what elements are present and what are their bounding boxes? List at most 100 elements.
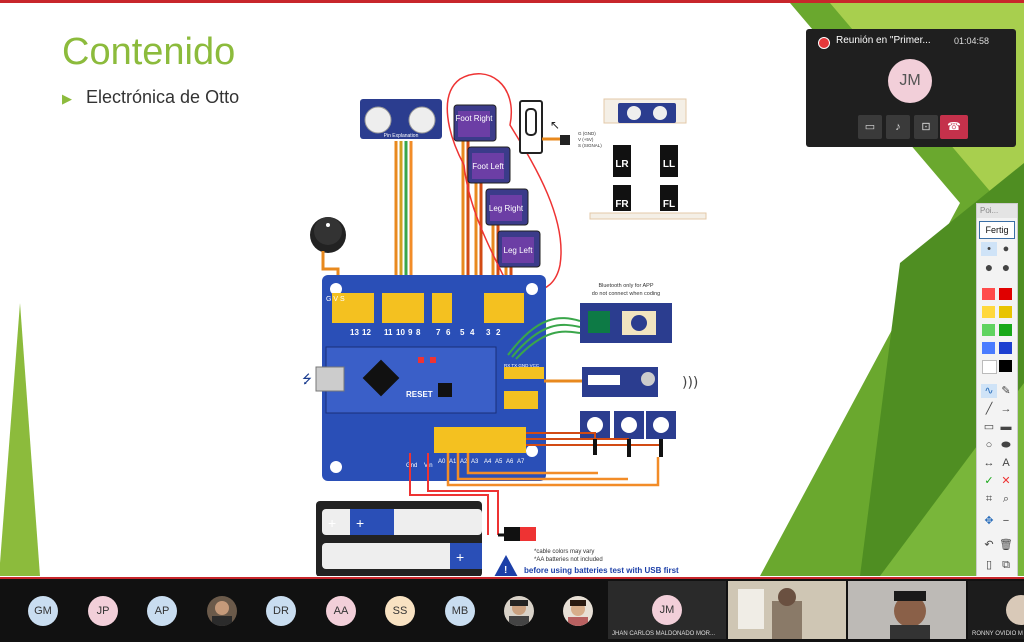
participant-avatar[interactable]: GM <box>28 596 58 626</box>
participant-name: RONNY OVIDIO M <box>972 631 1023 637</box>
share-screen-button[interactable]: ⊡ <box>914 115 938 139</box>
participant-tile[interactable]: JM JHAN CARLOS MALDONADO MOR... <box>608 581 726 639</box>
microphone-button[interactable]: ♪ <box>886 115 910 139</box>
sound-sensor: ))) <box>544 367 698 397</box>
line-icon: ╱ <box>985 403 993 415</box>
hang-up-button[interactable]: ☎ <box>940 115 968 139</box>
meeting-timer: 01:04:58 <box>954 36 990 46</box>
participant-photo[interactable] <box>207 596 237 626</box>
presentation-slide: Contenido ▶Electrónica de Otto Pin Expla… <box>0 3 1024 576</box>
copy-button[interactable]: ⧉ <box>998 558 1014 572</box>
pin-label: 6 <box>446 328 451 337</box>
meeting-mini-window[interactable]: Reunión en "Primer... 01:04:58 JM ▭ ♪ ⊡ … <box>806 29 1016 147</box>
participant-tile[interactable]: RONNY OVIDIO M <box>968 581 1024 639</box>
sound-wave-icon: ))) <box>682 375 698 391</box>
robot-label: LL <box>663 159 675 170</box>
reset-label: RESET <box>406 390 433 399</box>
svg-text:!: ! <box>504 565 507 576</box>
cross-tool[interactable]: ✕ <box>998 474 1014 488</box>
minus-icon: − <box>1002 515 1010 527</box>
avatar: JM <box>888 59 932 103</box>
new-page-button[interactable]: ▯ <box>981 558 997 572</box>
text-icon: A <box>1002 457 1010 469</box>
rectangle-icon: ▭ <box>983 421 995 433</box>
done-button[interactable]: Fertig <box>979 221 1015 239</box>
move-tool[interactable]: ✥ <box>981 514 997 528</box>
participant-avatar[interactable]: DR <box>266 596 296 626</box>
color-swatch[interactable] <box>999 288 1012 300</box>
ultrasonic-label: Pin Explanation <box>384 133 419 139</box>
filled-rectangle-icon: ▬ <box>1000 421 1012 433</box>
meeting-title: Reunión en "Primer... <box>836 35 931 46</box>
otto-shield-board: G V S 13 12 11 10 9 8 7 6 5 4 3 2 R <box>302 275 546 481</box>
rectangle-tool[interactable]: ▭ <box>981 420 997 434</box>
analog-pin-label: A3 <box>471 459 479 465</box>
line-tool[interactable]: ╱ <box>981 402 997 416</box>
participant-avatar[interactable]: JP <box>88 596 118 626</box>
crop-tool[interactable]: ⌗ <box>981 492 997 506</box>
touch-sensors <box>526 411 676 457</box>
participant-photo[interactable] <box>563 596 593 626</box>
undo-button[interactable]: ↶ <box>981 538 997 552</box>
participant-name: JHAN CARLOS MALDONADO MOR... <box>612 631 716 637</box>
robot-label: FL <box>663 199 675 210</box>
bluetooth-note-2: do not connect when coding <box>592 291 661 297</box>
eraser-tool[interactable]: ✎ <box>998 384 1014 398</box>
text-tool[interactable]: A <box>998 456 1014 470</box>
double-arrow-tool[interactable]: ↔ <box>981 456 997 470</box>
servo-leg-right: Leg Right <box>485 188 529 226</box>
color-swatch[interactable] <box>999 342 1012 354</box>
otto-wiring-diagram: Pin Explanation Foot Right Foot Left Leg… <box>302 73 707 576</box>
bluetooth-module: Bluetooth only for APP do not connect wh… <box>504 283 672 368</box>
participant-photo[interactable] <box>504 596 534 626</box>
power-pin-label: Gnd <box>406 463 417 469</box>
pen-size-small[interactable]: • <box>981 242 997 256</box>
participant-avatar[interactable]: MB <box>445 596 475 626</box>
participant-photo <box>1006 595 1024 625</box>
color-swatch[interactable] <box>999 306 1012 318</box>
participant-video-tile[interactable] <box>728 581 846 639</box>
pen-size-large[interactable]: ● <box>984 259 994 275</box>
analog-pin-label: A2 <box>460 459 468 465</box>
check-icon: ✓ <box>984 475 994 487</box>
pin-label: 13 <box>350 328 359 337</box>
crop-icon: ⌗ <box>985 493 993 505</box>
pen-size-medium[interactable]: ● <box>1002 243 1010 255</box>
ellipse-tool[interactable]: ○ <box>981 438 997 452</box>
servo-detail: G (GND)V (+5V)S (SIGNAL) <box>519 100 602 154</box>
filled-ellipse-tool[interactable]: ⬬ <box>998 438 1014 452</box>
svg-text:+: + <box>356 515 364 531</box>
filled-rectangle-tool[interactable]: ▬ <box>998 420 1014 434</box>
participant-avatar[interactable]: AA <box>326 596 356 626</box>
zoom-tool[interactable]: ⌕ <box>998 492 1014 506</box>
color-swatch[interactable] <box>982 360 997 374</box>
hangup-icon: ☎ <box>947 121 961 133</box>
color-swatch[interactable] <box>999 324 1012 336</box>
color-swatch[interactable] <box>982 342 995 354</box>
gvs-label: G V S <box>326 296 345 303</box>
color-swatch[interactable] <box>982 324 995 336</box>
pin-label: 4 <box>470 328 475 337</box>
color-swatch[interactable] <box>999 360 1012 372</box>
color-swatch[interactable] <box>982 288 995 300</box>
footnote-batteries: *AA batteries not included <box>534 557 603 563</box>
check-tool[interactable]: ✓ <box>981 474 997 488</box>
participant-avatar[interactable]: SS <box>385 596 415 626</box>
participants-bar: GM JP AP DR AA SS MB JM JHAN CARLOS MALD… <box>0 577 1024 642</box>
arrow-tool[interactable]: → <box>998 402 1014 416</box>
minus-tool[interactable]: − <box>998 514 1014 528</box>
servo-leg-left: Leg Left <box>497 230 541 268</box>
camera-button[interactable]: ▭ <box>858 115 882 139</box>
analog-pin-label: A4 <box>484 459 492 465</box>
footnote-cables: *cable colors may vary <box>534 549 594 555</box>
eraser-icon: ✎ <box>1001 385 1011 397</box>
participant-avatar[interactable]: AP <box>147 596 177 626</box>
pen-size-xlarge[interactable]: ● <box>1001 259 1011 275</box>
participant-video-tile[interactable] <box>848 581 966 639</box>
delete-button[interactable]: 🗑 <box>998 538 1014 552</box>
warning-text: before using batteries test with USB fir… <box>524 566 679 575</box>
pin-label: 5 <box>460 328 465 337</box>
bar-border <box>0 577 1024 579</box>
freehand-tool[interactable]: ∿ <box>981 384 997 398</box>
color-swatch[interactable] <box>982 306 995 318</box>
